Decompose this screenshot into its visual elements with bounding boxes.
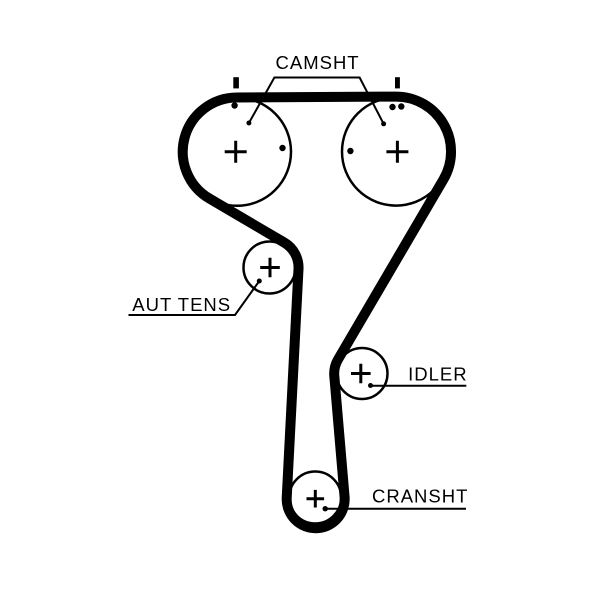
svg-text:CAMSHT: CAMSHT: [276, 52, 360, 73]
svg-text:CRANSHT: CRANSHT: [372, 486, 468, 507]
svg-text:IDLER: IDLER: [408, 364, 468, 385]
svg-text:AUT TENS: AUT TENS: [132, 294, 231, 315]
